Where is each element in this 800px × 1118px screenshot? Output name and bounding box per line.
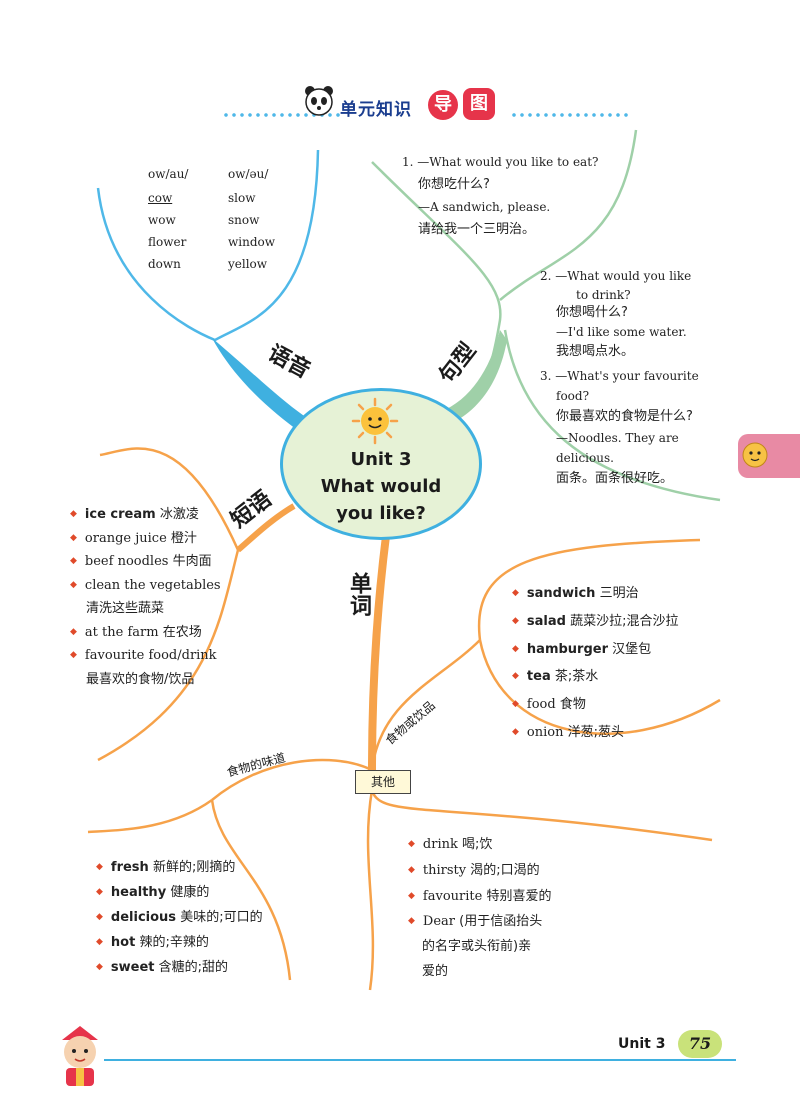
list-item: ◆orange juice 橙汁: [70, 530, 197, 546]
phonics-col2-head: ow/əu/: [228, 167, 269, 181]
list-item: ◆sweet 含糖的;甜的: [96, 960, 229, 975]
mascot-icon: [62, 1026, 98, 1086]
list-item: ◆healthy 健康的: [96, 885, 210, 900]
list-item: ◆food 食物: [512, 697, 586, 713]
sentence-line: 你想吃什么?: [418, 177, 490, 192]
list-item: ◆hamburger 汉堡包: [512, 641, 652, 657]
sun-icon: [351, 397, 399, 445]
center-line: Unit 3: [350, 449, 412, 470]
list-item: 爱的: [422, 963, 449, 979]
phrases-list: ◆ice cream 冰激凌 ◆orange juice 橙汁 ◆beef no…: [70, 503, 221, 691]
list-item: ◆beef noodles 牛肉面: [70, 554, 212, 569]
sentence-line: 你最喜欢的食物是什么?: [556, 409, 693, 424]
sentence-line: 2. —What would you like: [540, 269, 692, 283]
taste-words-list: ◆fresh 新鲜的;刚摘的 ◆healthy 健康的 ◆delicious 美…: [96, 855, 263, 980]
sentence-line: —I'd like some water.: [556, 325, 687, 339]
phonics-word: down: [148, 257, 181, 271]
center-title: Unit 3 What would you like?: [296, 446, 466, 527]
list-item: 清洗这些蔬菜: [86, 601, 165, 616]
list-item: ◆Dear (用于信函抬头: [408, 914, 543, 930]
list-item: ◆at the farm 在农场: [70, 624, 202, 640]
list-item: ◆tea 茶;茶水: [512, 669, 599, 685]
sentence-line: 你想喝什么?: [556, 305, 628, 320]
phonics-word: cow: [148, 191, 173, 205]
list-item: 最喜欢的食物/饮品: [86, 671, 195, 687]
tiger-face-icon: [742, 442, 768, 468]
sentence-line: food?: [556, 389, 590, 403]
sentence-line: —Noodles. They are: [556, 431, 679, 445]
sentence-line: 面条。面条很好吃。: [556, 471, 674, 486]
other-words-list: ◆drink 喝;饮 ◆thirsty 渴的;口渴的 ◆favourite 特别…: [408, 832, 551, 985]
header-title: 单元知识: [340, 100, 412, 120]
sentence-line: 请给我一个三明治。: [418, 222, 536, 237]
center-line: you like?: [336, 503, 426, 524]
center-node: [280, 388, 482, 540]
list-item: ◆ice cream 冰激凌: [70, 507, 199, 522]
list-item: ◆sandwich 三明治: [512, 586, 639, 601]
header-dots-left: [222, 113, 342, 117]
phonics-word: yellow: [228, 257, 268, 271]
sentence-line: delicious.: [556, 451, 614, 465]
header-badge-dao: 导: [428, 90, 458, 120]
footer-unit: Unit 3: [618, 1036, 666, 1052]
center-line: What would: [320, 476, 442, 497]
list-item: ◆onion 洋葱;葱头: [512, 724, 625, 740]
list-item: ◆favourite 特别喜爱的: [408, 888, 552, 904]
list-item: ◆delicious 美味的;可口的: [96, 910, 263, 925]
list-item: ◆drink 喝;饮: [408, 837, 493, 852]
list-item: ◆clean the vegetables: [70, 577, 221, 593]
phonics-col1-head: ow/au/: [148, 167, 189, 181]
phonics-word: flower: [148, 235, 187, 249]
branch-label-other: 其他: [355, 770, 411, 794]
list-item: ◆salad 蔬菜沙拉;混合沙拉: [512, 613, 679, 629]
list-item: ◆hot 辣的;辛辣的: [96, 935, 209, 950]
header-badge-tu: 图: [463, 88, 495, 120]
sentence-line: 3. —What's your favourite: [540, 369, 699, 383]
footer-line: [104, 1059, 736, 1061]
phonics-word: wow: [148, 213, 176, 227]
sentence-line: —A sandwich, please.: [418, 200, 551, 214]
branch-label-words: 单词: [346, 572, 371, 616]
list-item: ◆fresh 新鲜的;刚摘的: [96, 860, 236, 875]
sentence-line: to drink?: [576, 288, 631, 302]
phonics-word: window: [228, 235, 276, 249]
list-item: 的名字或头衔前)亲: [422, 939, 532, 955]
panda-icon: [305, 86, 333, 116]
list-item: ◆favourite food/drink: [70, 648, 217, 663]
sentence-line: 1. —What would you like to eat?: [402, 155, 599, 169]
phonics-word: snow: [228, 213, 260, 227]
sentence-line: 我想喝点水。: [556, 344, 635, 359]
phonics-word: slow: [228, 191, 256, 205]
page-number: 75: [678, 1030, 722, 1058]
header-dots-right: [510, 113, 630, 117]
list-item: ◆thirsty 渴的;口渴的: [408, 862, 540, 878]
food-words-list: ◆sandwich 三明治 ◆salad 蔬菜沙拉;混合沙拉 ◆hamburge…: [512, 580, 679, 747]
